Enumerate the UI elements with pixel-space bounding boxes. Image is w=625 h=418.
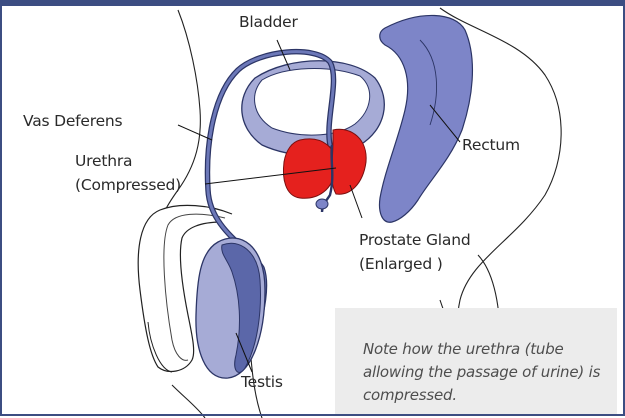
vas-deferens-leader — [178, 125, 212, 140]
label-urethra-compressed: (Compressed) — [75, 176, 181, 195]
inner-leg-line — [172, 385, 205, 418]
label-vas-deferens: Vas Deferens — [23, 112, 122, 131]
abdomen-outline — [160, 10, 201, 232]
label-prostate-gland: Prostate Gland — [359, 231, 470, 250]
bladder-interior — [255, 69, 370, 136]
label-prostate-enlarged: (Enlarged ) — [359, 255, 443, 274]
label-rectum: Rectum — [462, 136, 520, 155]
note-box: Note how the urethra (tube allowing the … — [335, 308, 617, 414]
label-testis: Testis — [241, 373, 283, 392]
label-bladder: Bladder — [239, 13, 298, 32]
note-text: Note how the urethra (tube allowing the … — [363, 340, 600, 404]
label-urethra: Urethra — [75, 152, 132, 171]
urethra-bulb — [316, 199, 328, 209]
prostate-leader — [350, 185, 362, 218]
